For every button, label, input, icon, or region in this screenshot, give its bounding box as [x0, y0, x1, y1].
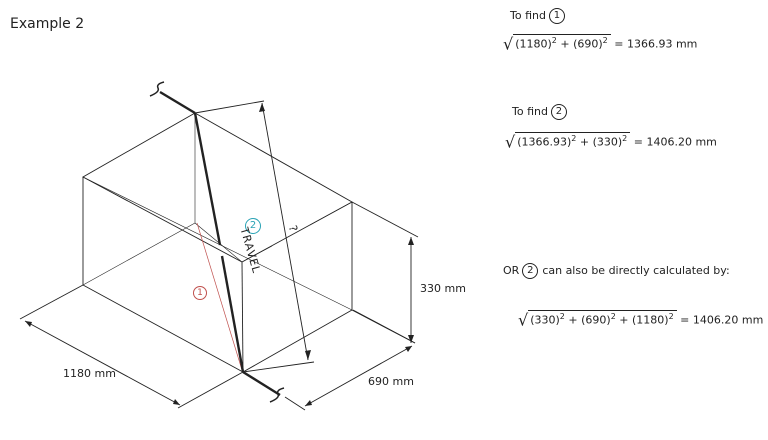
travel-dimension [194, 100, 315, 373]
box-top-face [82, 112, 353, 263]
width-dimension [284, 309, 416, 411]
travel-line [159, 90, 281, 397]
label-circle-1: 1 [193, 286, 207, 300]
length-dimension [19, 284, 244, 409]
height-label: 330 mm [420, 282, 466, 295]
break-symbol-bottom [269, 387, 285, 403]
example-title: Example 2 [10, 16, 85, 32]
equation-2: √(1366.93)2 + (330)2 = 1406.20 mm [505, 132, 717, 152]
break-symbol-top [149, 81, 165, 97]
equation-1: √(1180)2 + (690)2 = 1366.93 mm [503, 34, 698, 54]
diagonal-1-line [196, 222, 243, 371]
length-label: 1180 mm [63, 367, 116, 380]
equation-3: √(330)2 + (690)2 + (1180)2 = 1406.20 mm [518, 310, 764, 330]
label-circle-2: 2 [245, 218, 261, 234]
width-label: 690 mm [368, 375, 414, 388]
arrowheads [25, 103, 414, 406]
height-dimension [351, 201, 419, 344]
box-edges [82, 112, 353, 373]
